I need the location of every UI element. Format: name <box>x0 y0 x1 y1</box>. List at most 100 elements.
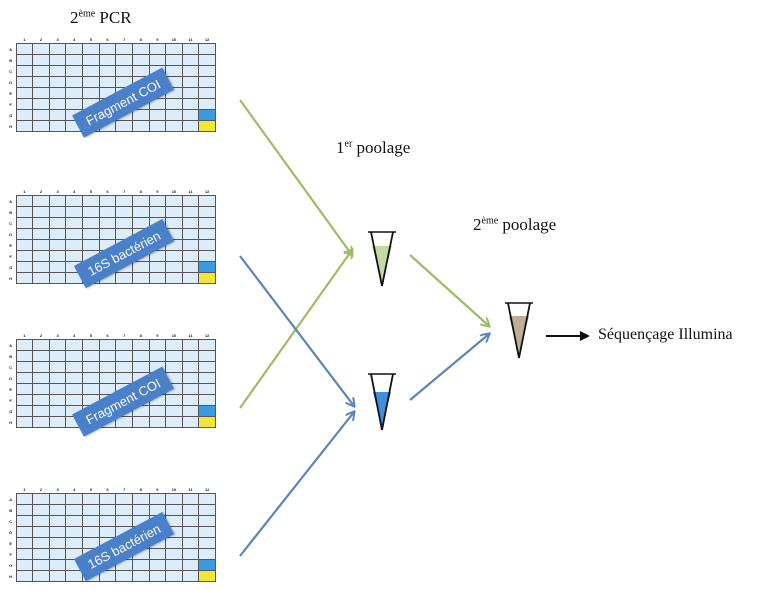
plate-column-header: 7 <box>122 189 126 194</box>
plate-column-header: 1 <box>23 487 26 492</box>
plate-column-header: 9 <box>156 487 159 492</box>
plate-column-header: 5 <box>89 333 92 338</box>
plate-row-header: F <box>9 551 12 557</box>
plate-column-header: 5 <box>89 37 92 42</box>
plate-row-header: H <box>9 275 13 281</box>
tube-coi-pool <box>368 231 396 287</box>
plate-column-header: 7 <box>122 37 126 42</box>
plate-column-header: 7 <box>122 333 126 338</box>
plate-row-header: C <box>9 364 13 370</box>
plate-column-header: 2 <box>39 189 43 194</box>
plate-column-header: 11 <box>188 487 193 492</box>
plate-row-header: D <box>9 231 13 237</box>
plate-column-header: 12 <box>204 189 210 194</box>
plate-well <box>65 570 83 582</box>
plate-well <box>115 416 133 428</box>
plate-well <box>165 570 183 582</box>
pcr-title-text: PCR <box>95 8 132 27</box>
first-pooling-title: 1er poolage <box>336 138 410 158</box>
plate-column-header: 3 <box>56 487 59 492</box>
plate-well <box>48 416 67 428</box>
second-pooling-sup: ème <box>481 215 499 227</box>
plate-column-header: 8 <box>139 333 142 338</box>
plate-column-header: 4 <box>73 333 76 338</box>
plate-row-header: F <box>9 397 12 403</box>
plate-column-header: 12 <box>204 487 210 492</box>
plate-column-header: 10 <box>171 189 177 194</box>
plate-column-header: 3 <box>56 189 59 194</box>
plate-column-header: 12 <box>204 37 210 42</box>
plate-column-header: 11 <box>188 37 193 42</box>
plate-well <box>198 416 216 428</box>
plate-row-header: B <box>9 507 13 513</box>
plate-well <box>198 206 216 218</box>
plate-well <box>198 261 216 273</box>
tube-final-pool <box>505 302 533 359</box>
plate-column-header: 10 <box>171 333 177 338</box>
plate-column-header: 8 <box>139 37 142 42</box>
plate-well <box>148 120 167 132</box>
plate-column-header: 8 <box>139 487 142 492</box>
plate-column-header: 4 <box>73 37 76 42</box>
plate-column-header: 2 <box>39 333 43 338</box>
pcr-title-number: 2 <box>70 8 79 27</box>
plate-well <box>48 272 67 284</box>
arrow-16s-1-to-tube <box>239 255 354 406</box>
plate-column-header: 9 <box>156 37 159 42</box>
plate-column-header: 3 <box>56 333 59 338</box>
plate-well <box>198 372 216 384</box>
plate-column-header: 6 <box>106 37 109 42</box>
arrow-blue-tube-to-final <box>409 334 489 401</box>
plate-row-header: B <box>9 209 13 215</box>
plate-well <box>198 272 216 284</box>
plate-well <box>148 570 167 582</box>
plate-column-header: 4 <box>73 189 76 194</box>
plate-column-header: 3 <box>56 37 59 42</box>
arrow-coi-1-to-tube <box>239 99 352 255</box>
plate-column-header: 6 <box>106 487 109 492</box>
plate-well <box>48 570 67 582</box>
plate-column-header: 11 <box>188 333 193 338</box>
plate-row-header: A <box>9 342 13 348</box>
pcr-title-sup: ème <box>78 8 96 20</box>
arrow-16s-2-to-tube <box>239 412 354 557</box>
plate-row-header: D <box>9 375 13 381</box>
plate-well <box>98 54 117 66</box>
plate-well <box>48 120 67 132</box>
plate-well <box>198 120 216 132</box>
plate-row-header: E <box>9 90 13 96</box>
arrow-green-tube-to-final <box>409 254 489 326</box>
first-pooling-text: poolage <box>352 138 411 157</box>
plate-column-header: 5 <box>89 487 92 492</box>
plate-row-header: F <box>9 101 12 107</box>
plate-well <box>181 570 200 582</box>
plate-column-header: 9 <box>156 189 159 194</box>
plate-row-header: F <box>9 253 12 259</box>
plate-column-header: 1 <box>23 37 26 42</box>
plate-column-header: 1 <box>23 333 26 338</box>
plate-well <box>65 228 83 240</box>
plate-well <box>32 416 50 428</box>
plate-row-header: C <box>9 220 13 226</box>
plate-column-header: 2 <box>39 37 43 42</box>
plate-row-header: H <box>9 419 13 425</box>
plate-row-header: E <box>9 242 13 248</box>
plate-row-header: A <box>9 496 13 502</box>
second-pooling-number: 2 <box>473 215 482 234</box>
plate-well <box>198 383 216 395</box>
plate-well <box>198 54 216 66</box>
plate-row-header: A <box>9 46 13 52</box>
plate-well <box>48 228 67 240</box>
plate-row-header: D <box>9 529 13 535</box>
first-pooling-number: 1 <box>336 138 345 157</box>
plate-well <box>82 515 100 527</box>
plate-row-header: E <box>9 386 13 392</box>
plate-row-header: G <box>9 408 13 414</box>
plate-column-header: 9 <box>156 333 159 338</box>
plate-well <box>98 570 117 582</box>
plate-row-header: D <box>9 79 13 85</box>
plate-well <box>65 250 83 262</box>
